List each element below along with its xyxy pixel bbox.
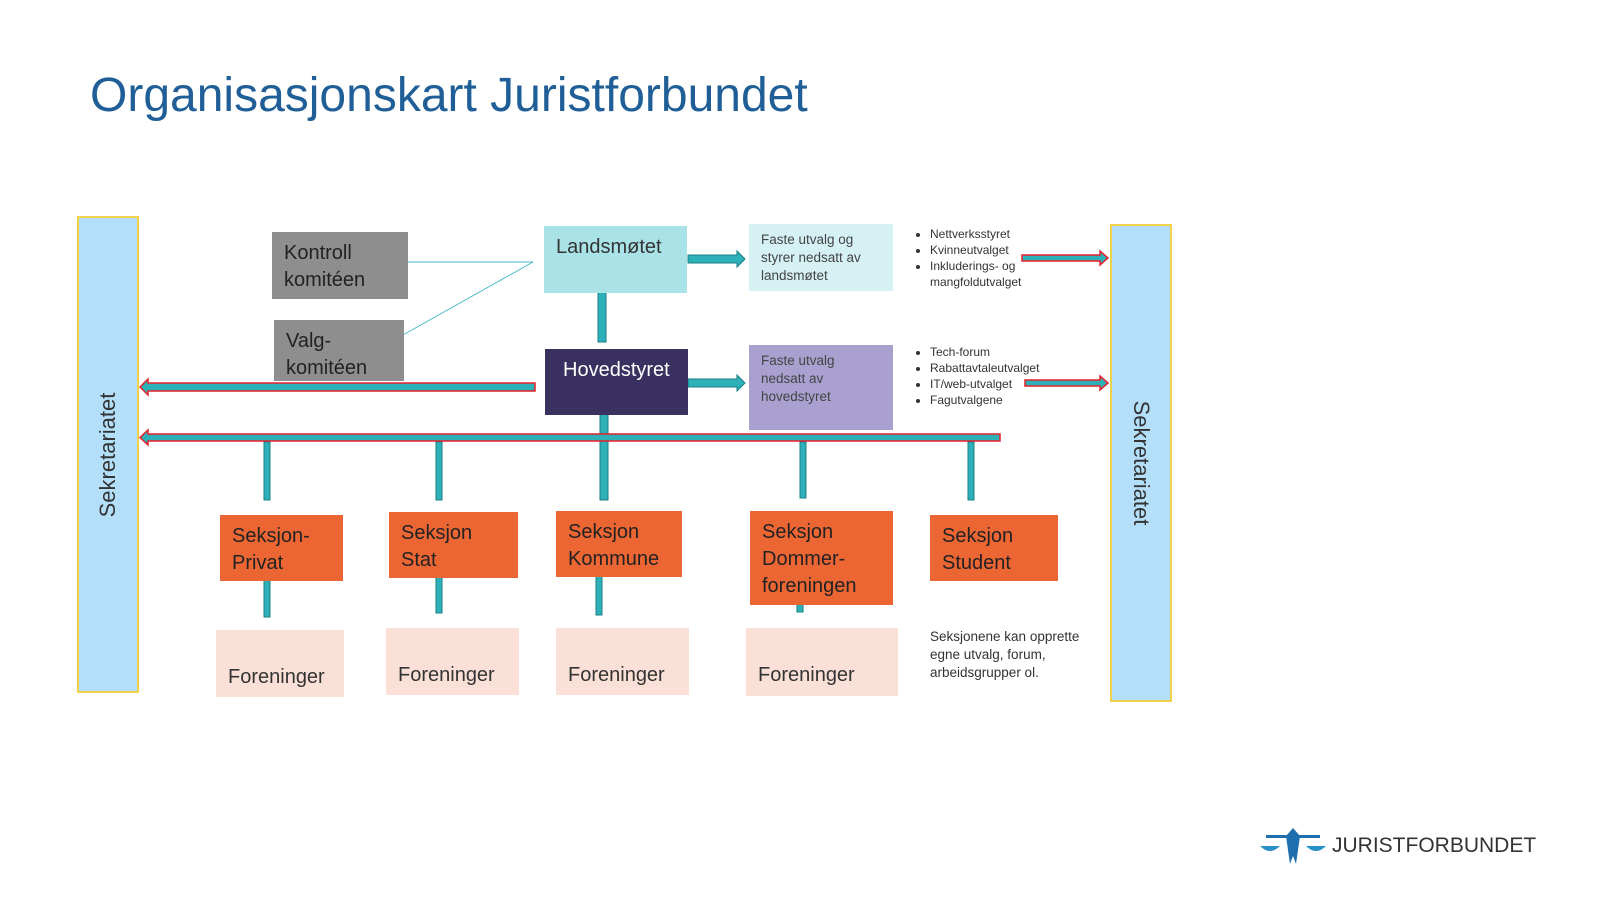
landsmotet-box: Landsmøtet	[544, 226, 687, 293]
section-student: Seksjon Student	[930, 515, 1058, 581]
list-item: Tech-forum	[930, 344, 1062, 360]
list-item: IT/web-utvalget	[930, 376, 1062, 392]
foreninger-privat: Foreninger	[216, 630, 344, 697]
valg-komiteen: Valg-komitéen	[274, 320, 404, 381]
logo-text: JURISTFORBUNDET	[1332, 834, 1537, 857]
page-title: Organisasjonskart Juristforbundet	[90, 69, 808, 122]
section-dommerforeningen: Seksjon Dommer-foreningen	[750, 511, 893, 605]
secretariat-right-label: Sekretariatet	[1129, 400, 1154, 526]
kontroll-komiteen: Kontroll komitéen	[272, 232, 408, 299]
foreninger-kommune: Foreninger	[556, 628, 689, 695]
section-stat: Seksjon Stat	[389, 512, 518, 578]
scales-icon	[1260, 828, 1326, 864]
landsmotet-committee-list: Nettverksstyret Kvinneutvalget Inkluderi…	[912, 226, 1037, 290]
list-item: Inkluderings- og mangfoldutvalget	[930, 258, 1037, 290]
faste-utvalg-hovedstyret: Faste utvalg nedsatt av hovedstyret	[749, 345, 893, 430]
hovedstyret-box: Hovedstyret	[545, 349, 688, 415]
secretariat-left-label: Sekretariatet	[95, 392, 120, 517]
list-item: Rabattavtaleutvalget	[930, 360, 1062, 376]
list-item: Fagutvalgene	[930, 392, 1062, 408]
faste-utvalg-landsmotet: Faste utvalg og styrer nedsatt av landsm…	[749, 224, 893, 291]
secretariat-left: Sekretariatet	[77, 216, 139, 693]
list-item: Kvinneutvalget	[930, 242, 1037, 258]
secretariat-right: Sekretariatet	[1110, 224, 1172, 702]
foreninger-stat: Foreninger	[386, 628, 519, 695]
logo: JURISTFORBUNDET	[1258, 826, 1536, 871]
sections-note: Seksjonene kan opprette egne utvalg, for…	[930, 629, 1080, 680]
section-privat: Seksjon-Privat	[220, 515, 343, 581]
section-kommune: Seksjon Kommune	[556, 511, 682, 577]
foreninger-dommer: Foreninger	[746, 628, 898, 696]
hovedstyret-committee-list: Tech-forum Rabattavtaleutvalget IT/web-u…	[912, 344, 1062, 408]
list-item: Nettverksstyret	[930, 226, 1037, 242]
